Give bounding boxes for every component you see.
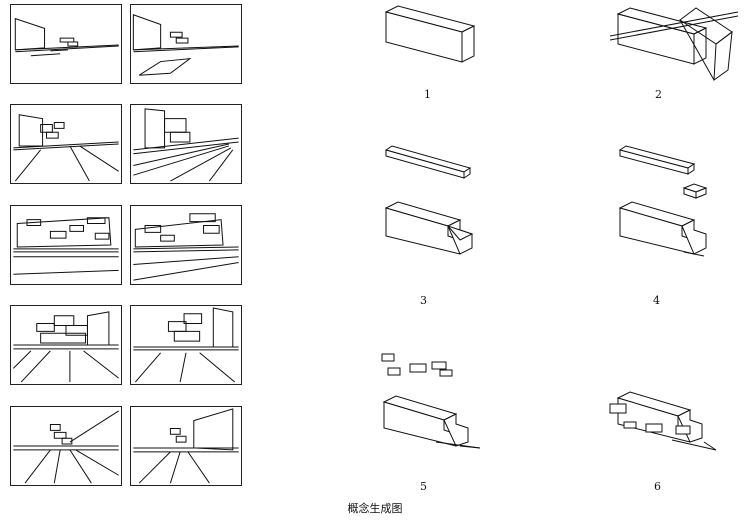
perspective-sketch-5b: [130, 406, 242, 486]
perspective-sketch-1b: [130, 4, 242, 84]
step-label-1: 1: [424, 88, 431, 101]
perspective-sketch-2a: [10, 104, 122, 184]
perspective-sketch-5a: [10, 406, 122, 486]
massing-step-3: [380, 140, 480, 260]
massing-step-4: [614, 140, 714, 260]
sketch-3b-drawing: [131, 206, 241, 284]
sketch-4b-drawing: [131, 306, 241, 384]
step-label-5: 5: [420, 480, 427, 493]
massing-step-2: [610, 2, 740, 94]
sketch-2a-drawing: [11, 105, 121, 183]
figure-caption: 概念生成图: [347, 502, 403, 515]
step-label-3: 3: [420, 294, 427, 307]
massing-step-5: [376, 348, 486, 458]
step-label-2: 2: [655, 88, 662, 101]
perspective-sketch-3b: [130, 205, 242, 285]
sketch-3a-drawing: [11, 206, 121, 284]
perspective-sketch-2b: [130, 104, 242, 184]
sketch-5a-drawing: [11, 407, 121, 485]
sketch-1a-drawing: [11, 5, 121, 83]
sketch-2b-drawing: [131, 105, 241, 183]
sketch-1b-drawing: [131, 5, 241, 83]
sketch-4a-drawing: [11, 306, 121, 384]
sketch-5b-drawing: [131, 407, 241, 485]
perspective-sketch-4a: [10, 305, 122, 385]
step-label-6: 6: [654, 480, 661, 493]
massing-step-6: [604, 378, 722, 458]
perspective-sketch-4b: [130, 305, 242, 385]
massing-step-1: [380, 4, 480, 68]
perspective-sketch-1a: [10, 4, 122, 84]
perspective-sketch-3a: [10, 205, 122, 285]
step-label-4: 4: [653, 294, 660, 307]
